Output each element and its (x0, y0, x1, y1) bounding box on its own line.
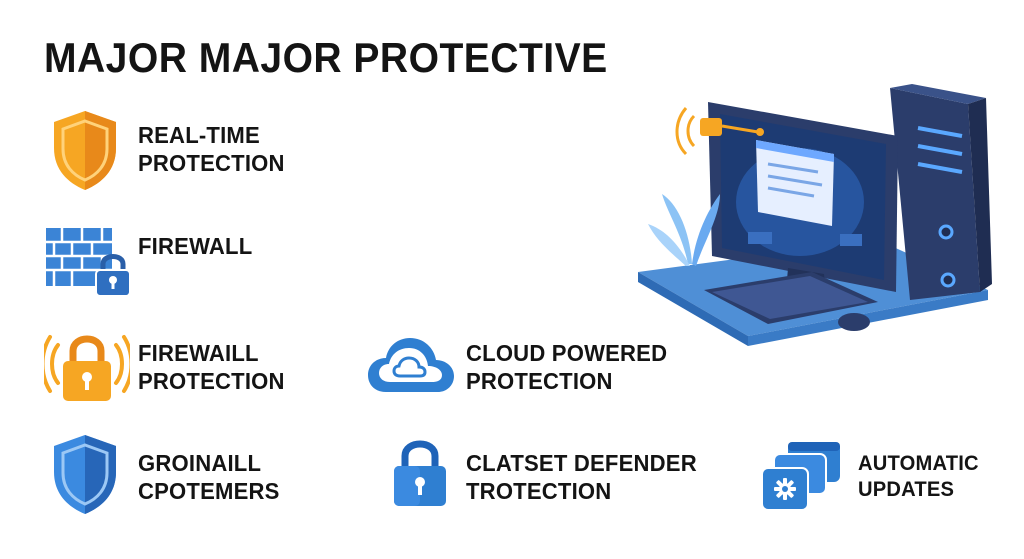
feature-label-line1: REAL-TIME (138, 122, 260, 148)
page-title: MAJOR MAJOR PROTECTIVE (44, 34, 608, 81)
shield-icon (54, 111, 116, 190)
update-windows-icon (761, 442, 840, 511)
feature-label-line1: AUTOMATIC (858, 452, 979, 475)
feature-label-line1: CLATSET DEFENDER (466, 450, 697, 476)
feature-label: FIREWAILL PROTECTION (138, 339, 285, 395)
feature-label-line2: TROTECTION (466, 478, 612, 504)
feature-label: AUTOMATIC UPDATES (858, 451, 979, 503)
lock-broadcast-icon (44, 335, 130, 401)
shield-icon (54, 435, 116, 514)
cloud-icon (368, 338, 454, 392)
feature-label: CLOUD POWERED PROTECTION (466, 339, 667, 395)
feature-label: CLATSET DEFENDER TROTECTION (466, 449, 697, 505)
feature-label-line1: CLOUD POWERED (466, 340, 668, 366)
feature-label-line2: PROTECTION (138, 368, 285, 394)
feature-label-line1: GROINAILL (138, 450, 262, 476)
feature-label: GROINAILL CPOTEMERS (138, 449, 280, 505)
feature-label: FIREWALL (138, 232, 252, 260)
desktop-computer-icon (638, 84, 992, 346)
feature-label-line2: PROTECTION (138, 150, 285, 176)
brick-wall-lock-icon (46, 228, 131, 297)
feature-label-line1: FIREWALL (138, 233, 253, 259)
feature-label-line2: CPOTEMERS (138, 478, 280, 504)
feature-label: REAL-TIME PROTECTION (138, 121, 285, 177)
feature-label-line2: PROTECTION (466, 368, 613, 394)
feature-label-line2: UPDATES (858, 478, 955, 501)
feature-label-line1: FIREWAILL (138, 340, 259, 366)
lock-icon (394, 440, 446, 506)
